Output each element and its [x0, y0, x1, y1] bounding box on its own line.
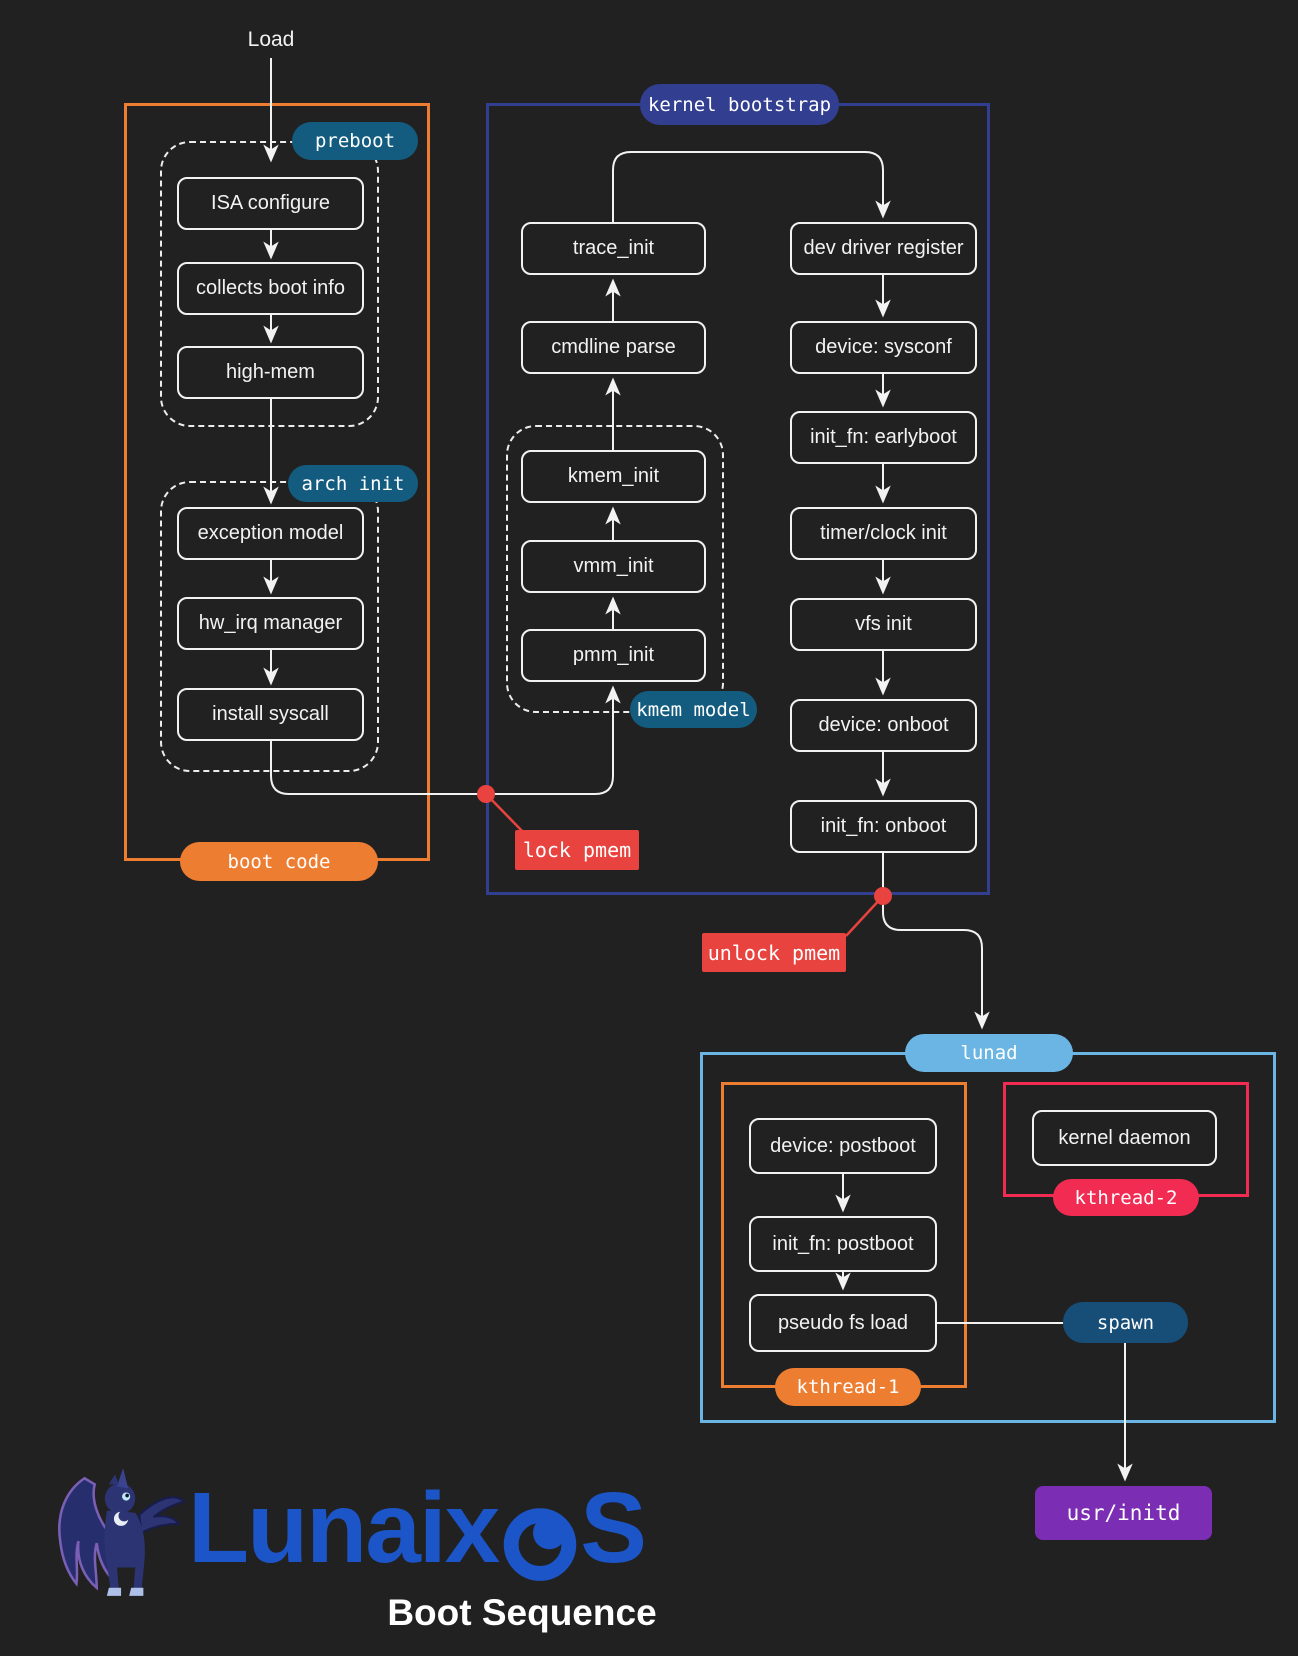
node-install-syscall: install syscall — [177, 688, 364, 741]
kmem-model-badge: kmem model — [630, 691, 757, 728]
node-timer-clock-init: timer/clock init — [790, 507, 977, 560]
node-high-mem: high-mem — [177, 346, 364, 399]
node-kernel-daemon: kernel daemon — [1032, 1110, 1217, 1166]
kmem-model-outline — [506, 425, 724, 713]
node-device-onboot: device: onboot — [790, 699, 977, 752]
node-device-sysconf: device: sysconf — [790, 321, 977, 374]
unlock-pmem-label: unlock pmem — [702, 933, 846, 972]
node-init-fn-onboot: init_fn: onboot — [790, 800, 977, 853]
wordmark-suffix: S — [580, 1472, 647, 1584]
lock-pmem-label: lock pmem — [515, 830, 639, 870]
node-pmm-init: pmm_init — [521, 629, 706, 682]
arch-init-badge: arch init — [288, 465, 418, 502]
spawn-badge: spawn — [1063, 1302, 1188, 1343]
node-dev-driver-register: dev driver register — [790, 222, 977, 275]
luna-pony-logo — [58, 1468, 186, 1596]
node-exception-model: exception model — [177, 507, 364, 560]
lunad-badge: lunad — [905, 1034, 1073, 1072]
kthread-2-badge: kthread-2 — [1053, 1179, 1199, 1216]
wordmark-prefix: Lunaix — [188, 1472, 500, 1584]
load-label: Load — [247, 28, 295, 51]
lunaixos-wordmark: Lunaix S — [188, 1472, 647, 1584]
node-device-postboot: device: postboot — [749, 1118, 937, 1174]
node-vfs-init: vfs init — [790, 598, 977, 651]
node-pseudo-fs-load: pseudo fs load — [749, 1294, 937, 1352]
node-kmem-init: kmem_init — [521, 450, 706, 503]
node-collects-boot-info: collects boot info — [177, 262, 364, 315]
node-vmm-init: vmm_init — [521, 540, 706, 593]
diagram-caption: Boot Sequence — [387, 1592, 657, 1633]
kernel-bootstrap-badge: kernel bootstrap — [640, 84, 839, 125]
preboot-stage-outline — [160, 141, 379, 427]
node-init-fn-earlyboot: init_fn: earlyboot — [790, 411, 977, 464]
node-cmdline-parse: cmdline parse — [521, 321, 706, 374]
unlock-pmem-leader — [845, 895, 884, 937]
node-isa-configure: ISA configure — [177, 177, 364, 230]
boot-code-badge: boot code — [180, 842, 378, 881]
preboot-badge: preboot — [292, 122, 418, 160]
node-usr-initd: usr/initd — [1035, 1486, 1212, 1540]
moon-o-icon — [503, 1508, 577, 1581]
kthread-1-badge: kthread-1 — [775, 1368, 921, 1406]
node-trace-init: trace_init — [521, 222, 706, 275]
node-init-fn-postboot: init_fn: postboot — [749, 1216, 937, 1272]
node-hw-irq-manager: hw_irq manager — [177, 597, 364, 650]
arch-init-stage-outline — [160, 481, 379, 772]
